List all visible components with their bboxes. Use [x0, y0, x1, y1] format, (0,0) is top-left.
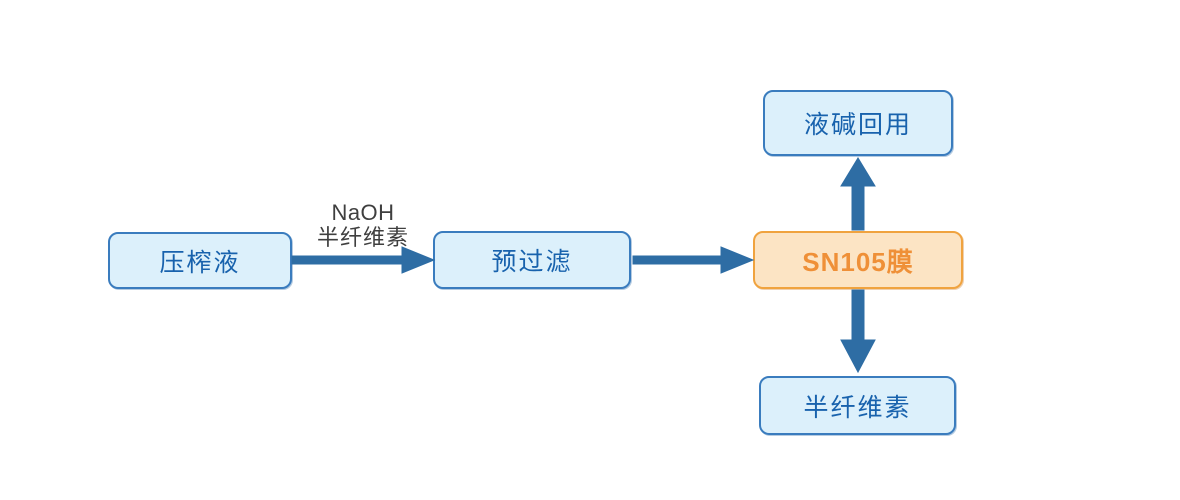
- arrow-pressed-to-prefilter-shape: [291, 246, 436, 274]
- node-sn105-membrane[interactable]: SN105膜: [753, 231, 963, 289]
- node-hemicellulose-label: 半纤维素: [803, 393, 912, 422]
- arrow-membrane-to-hemicellulose: [840, 289, 876, 374]
- arrow-membrane-to-alkali-shape: [840, 157, 876, 231]
- node-hemicellulose[interactable]: 半纤维素: [759, 376, 956, 435]
- arrow-membrane-to-hemicellulose-shape: [840, 289, 876, 374]
- reagent-label-line-2: 半纤维素: [316, 225, 409, 250]
- node-alkali-reuse-label: 液碱回用: [803, 111, 912, 139]
- node-pressed-liquid[interactable]: 压榨液: [108, 232, 292, 289]
- reagent-label-line-1: NaOH: [331, 200, 395, 225]
- reagent-label: NaOH 半纤维素: [286, 200, 440, 250]
- arrow-prefilter-to-membrane-shape: [632, 246, 755, 274]
- arrow-pressed-to-prefilter: [291, 246, 436, 274]
- arrow-membrane-to-alkali: [840, 157, 876, 231]
- arrow-prefilter-to-membrane: [632, 246, 755, 274]
- node-alkali-reuse[interactable]: 液碱回用: [763, 90, 953, 156]
- node-sn105-membrane-label: SN105膜: [802, 246, 914, 277]
- node-pressed-liquid-label: 压榨液: [159, 248, 241, 277]
- node-prefilter[interactable]: 预过滤: [433, 231, 631, 289]
- node-prefilter-label: 预过滤: [491, 248, 573, 276]
